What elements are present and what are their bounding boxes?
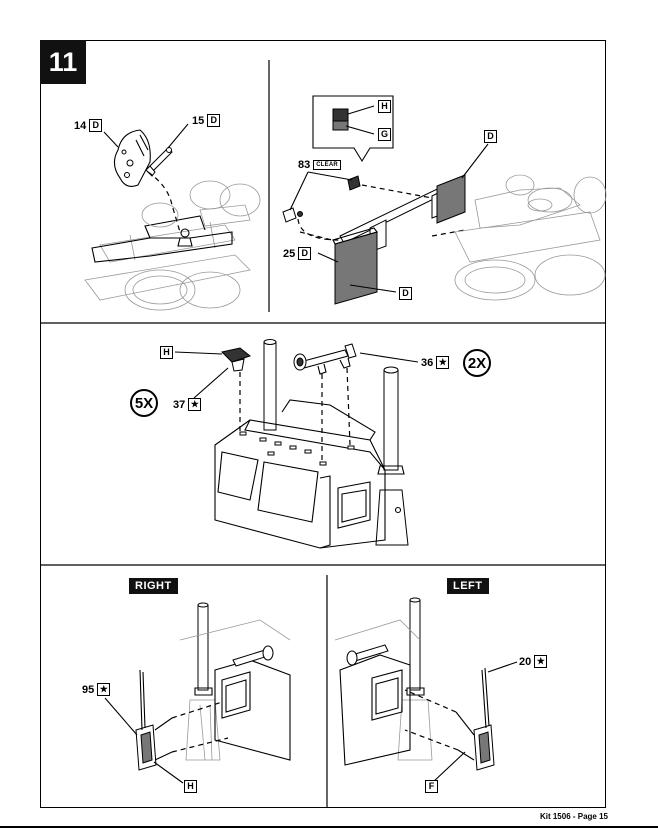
page-footer: Kit 1506 - Page 15: [539, 812, 608, 821]
right-side-label: RIGHT: [129, 578, 178, 594]
sprue-code-box: D: [399, 287, 412, 300]
star-icon: ★: [436, 356, 450, 369]
callout-part-15: 15 D: [192, 114, 221, 127]
callout-part-20: 20 ★: [519, 655, 548, 668]
part-number: 36: [421, 356, 434, 369]
quantity-5x-badge: 5X: [130, 389, 158, 417]
sprue-code-box: D: [207, 114, 221, 127]
part-number: 37: [173, 398, 186, 411]
bottom-rule: [0, 826, 658, 828]
callout-part-36: 36 ★: [421, 356, 450, 369]
right-mirror-assembly: [104, 602, 291, 784]
sprue-code-box: H: [160, 346, 173, 359]
callout-part-95: 95 ★: [82, 683, 111, 696]
part-number: 25: [283, 247, 296, 260]
step-number: 11: [40, 40, 86, 84]
mud-flap-assembly: [282, 95, 607, 305]
sprue-code-box: F: [425, 780, 438, 793]
sprue-code-box: D: [89, 119, 103, 132]
callout-part-25: 25 D: [283, 247, 312, 260]
sprue-code-box: D: [298, 247, 312, 260]
callout-h-right: H: [184, 780, 197, 793]
star-icon: ★: [97, 683, 111, 696]
fifth-wheel-assembly: [84, 123, 261, 311]
callout-part-37: 37 ★: [173, 398, 202, 411]
sprue-code-box: H: [184, 780, 197, 793]
part-number: 14: [74, 119, 87, 132]
callout-d-top: D: [484, 130, 497, 143]
callout-inset-h: H: [378, 100, 391, 113]
sprue-code-box: H: [378, 100, 391, 113]
sprue-code-box: G: [378, 128, 391, 141]
callout-h-middle: H: [160, 346, 173, 359]
left-mirror-assembly: [334, 597, 518, 784]
part-number: 15: [192, 114, 205, 127]
callout-f-left: F: [425, 780, 438, 793]
part-number: 83: [298, 159, 311, 171]
sprue-code-box: D: [484, 130, 497, 143]
callout-d-bottom: D: [399, 287, 412, 300]
callout-part-14: 14 D: [74, 119, 103, 132]
left-side-label: LEFT: [447, 578, 489, 594]
callout-part-83: 83 CLEAR: [298, 159, 341, 171]
star-icon: ★: [534, 655, 548, 668]
instruction-frame: [40, 40, 606, 808]
part-number: 20: [519, 655, 532, 668]
part-number: 95: [82, 683, 95, 696]
callout-inset-g: G: [378, 128, 391, 141]
cab-roof-assembly: [174, 339, 419, 549]
quantity-2x-badge: 2X: [463, 349, 491, 377]
clear-tag: CLEAR: [313, 160, 341, 170]
star-icon: ★: [188, 398, 202, 411]
